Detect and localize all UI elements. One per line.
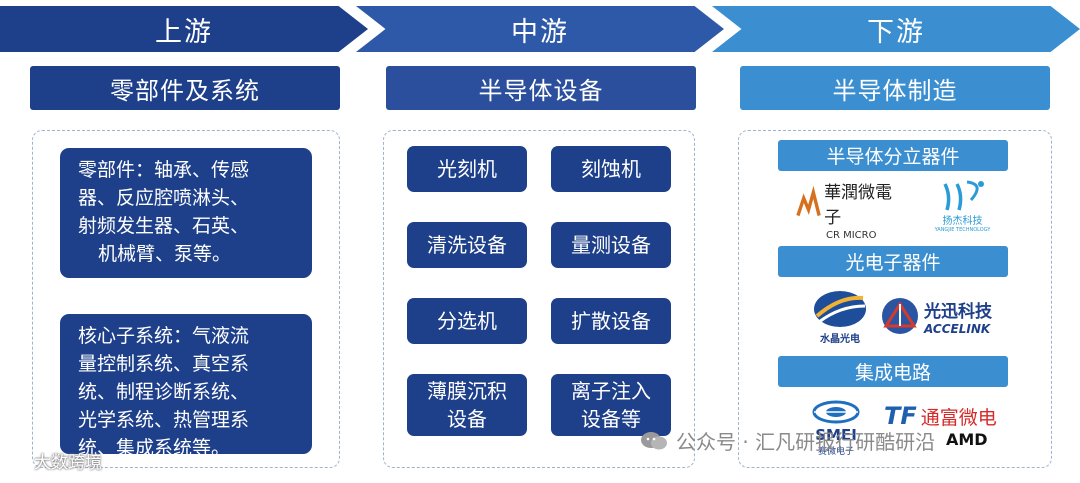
equipment-label: 光刻机 <box>437 157 497 181</box>
logo-subtext: 赛微电子 <box>817 447 854 457</box>
yangjie-icon <box>942 180 984 211</box>
subsystems-box: 核心子系统：气液流 量控制系统、真空系 统、制程诊断系统、 光学系统、热管理系 … <box>60 314 312 459</box>
equipment-label: 分选机 <box>437 309 497 333</box>
text-line: 零部件：轴承、传感 <box>78 159 250 181</box>
equipment-cleaning: 清洗设备 <box>407 222 527 268</box>
tf-mark-icon: TF <box>884 402 917 430</box>
watermark-text: 公众号 · 汇凡研报行研酷研沿 <box>676 430 936 454</box>
group-optoelectronic: 光电子器件 <box>778 246 1008 277</box>
equipment-label: 薄膜沉积 <box>427 379 507 403</box>
logo-text: 扬杰科技 <box>942 216 983 227</box>
logo-subtext: CR MICRO <box>826 230 877 241</box>
logo-yangjie: 扬杰科技 YANGJIE TECHNOLOGY <box>925 178 1000 238</box>
equipment-etching: 刻蚀机 <box>551 146 671 192</box>
components-box: 零部件：轴承、传感 器、反应腔喷淋头、 射频发生器、石英、 机械臂、泵等。 <box>60 148 312 278</box>
equipment-label: 扩散设备 <box>571 309 651 333</box>
logo-accelink: 光迅科技 ACCELINK <box>880 288 1012 344</box>
upstream-panel <box>32 130 340 468</box>
text-line: 统、制程诊断系统、 <box>78 381 250 403</box>
logo-text: 華潤微電子 <box>824 183 893 228</box>
stage-label: 上游 <box>155 16 213 48</box>
equipment-label: 刻蚀机 <box>581 157 641 181</box>
logo-cr-micro: 華潤微電子 CR MICRO <box>796 178 906 241</box>
logo-tongfu: TF 通富微电 AMD <box>884 402 1040 458</box>
group-label: 集成电路 <box>854 362 931 384</box>
group-label: 半导体分立器件 <box>826 146 960 168</box>
logo-text: 通富微电 <box>920 406 997 429</box>
text-line: 核心子系统：气液流 <box>78 325 250 347</box>
wechat-icon <box>641 431 667 449</box>
text-line: 射频发生器、石英、 <box>78 215 250 237</box>
smei-icon <box>812 400 860 424</box>
equipment-metrology: 量测设备 <box>551 222 671 268</box>
logo-text: 水晶光电 <box>820 334 860 345</box>
logo-subtext: ACCELINK <box>924 321 991 336</box>
watermark-text: 大数跨境 <box>34 453 102 473</box>
cr-micro-icon <box>796 186 821 217</box>
stage-label: 下游 <box>867 16 925 48</box>
stage-upstream-header: 上游 <box>0 6 368 52</box>
equipment-label: 设备等 <box>581 407 641 431</box>
text-line: 光学系统、热管理系 <box>78 409 250 431</box>
category-label: 半导体设备 <box>478 76 604 105</box>
text-line: 器、反应腔喷淋头、 <box>78 187 250 209</box>
downstream-panel <box>738 130 1052 468</box>
crystal-optech-icon <box>814 291 866 327</box>
accelink-icon <box>882 298 918 334</box>
text-line: 统、集成系统等。 <box>78 437 231 459</box>
equipment-thin-film: 薄膜沉积 设备 <box>407 374 527 436</box>
group-integrated-circuits: 集成电路 <box>778 356 1008 387</box>
brand-logo-icon <box>7 450 27 471</box>
category-label: 半导体制造 <box>832 76 958 105</box>
logo-crystal-optech: 水晶光电 <box>808 288 872 348</box>
group-label: 光电子器件 <box>845 252 941 274</box>
equipment-sorter: 分选机 <box>407 298 527 344</box>
equipment-label: 设备 <box>447 407 487 431</box>
logo-text: 光迅科技 <box>924 301 992 322</box>
stage-downstream-header: 下游 <box>712 6 1080 52</box>
stage-label: 中游 <box>511 16 569 48</box>
equipment-label: 量测设备 <box>571 233 651 257</box>
brand-watermark: 大数跨境 <box>6 448 102 473</box>
category-components-systems: 零部件及系统 <box>30 66 340 110</box>
equipment-ion-implant: 离子注入 设备等 <box>551 374 671 436</box>
logo-subtext: YANGJIE TECHNOLOGY <box>934 227 991 233</box>
wechat-watermark: 公众号 · 汇凡研报行研酷研沿 <box>640 426 935 455</box>
text-line: 机械臂、泵等。 <box>98 243 232 265</box>
equipment-label: 清洗设备 <box>427 233 507 257</box>
equipment-diffusion: 扩散设备 <box>551 298 671 344</box>
logo-text: SMEI <box>815 426 857 444</box>
stage-midstream-header: 中游 <box>356 6 724 52</box>
category-semiconductor-manufacturing: 半导体制造 <box>740 66 1050 110</box>
equipment-lithography: 光刻机 <box>407 146 527 192</box>
equipment-label: 离子注入 <box>571 379 651 403</box>
group-discrete-devices: 半导体分立器件 <box>778 140 1008 171</box>
text-line: 量控制系统、真空系 <box>78 353 250 375</box>
category-label: 零部件及系统 <box>110 76 260 105</box>
logo-subtext: AMD <box>946 430 988 449</box>
midstream-panel <box>383 130 695 468</box>
category-semiconductor-equipment: 半导体设备 <box>386 66 696 110</box>
logo-smei: SMEI 赛微电子 <box>804 398 868 462</box>
